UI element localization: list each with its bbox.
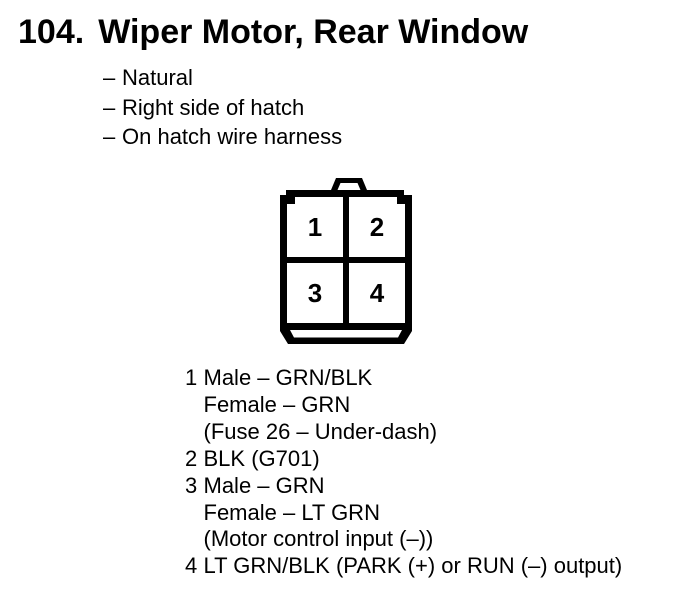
pin-number [185,526,204,553]
pin-number: 1 [185,365,198,390]
note-dash: – [103,94,116,120]
pin-cavity-2 [349,197,405,257]
pin-description: Male – GRN [203,472,325,498]
pin-legend-row: 4 LT GRN/BLK (PARK (+) or RUN (–) output… [185,553,622,580]
pin-legend-row: 2 BLK (G701) [185,446,622,473]
pin-number [185,500,204,527]
pin-cavity-4 [349,263,405,323]
pin-description: LT GRN/BLK (PARK (+) or RUN (–) output) [203,553,623,579]
note-dash: – [103,124,116,149]
page-title: 104. Wiper Motor, Rear Window [18,12,528,52]
connector-diagram: 1 2 3 4 [280,178,412,344]
corner-step-right [397,197,405,204]
note-item: – Natural [103,63,342,93]
pin-number: 4 [185,553,198,579]
pin-legend: 1 Male – GRN/BLK Female – GRN (Fuse 26 –… [185,365,622,580]
note-text: On hatch wire harness [122,124,343,149]
pin-cavity-3 [287,263,343,323]
connector-tab-cutout [337,183,361,190]
pin-description: Female – GRN [203,391,351,417]
pin-legend-row: (Fuse 26 – Under-dash) [185,419,622,446]
pin-number [185,419,204,446]
corner-step-left [287,197,295,204]
item-number: 104. [18,13,85,51]
note-dash: – [103,65,116,90]
pin-legend-row: (Motor control input (–)) [185,526,622,553]
pin-cell-label: 3 [308,278,322,308]
pin-cell-label: 4 [370,278,385,308]
note-text: Right side of hatch [122,94,305,120]
pin-description: (Fuse 26 – Under-dash) [203,418,438,444]
connector-lip-slot [290,330,402,338]
pin-cell-label: 2 [370,212,384,242]
note-item: – Right side of hatch [103,93,342,123]
pin-number: 3 [185,472,198,498]
pin-description: Female – LT GRN [203,499,380,525]
notes-list: – Natural – Right side of hatch – On hat… [103,63,342,152]
item-title: Wiper Motor, Rear Window [98,13,529,51]
pin-cavity-1 [287,197,343,257]
note-text: Natural [122,65,193,90]
pin-number: 2 [185,445,198,471]
pin-description: BLK (G701) [203,445,320,471]
pin-legend-row: Female – LT GRN [185,500,622,527]
pin-legend-row: 3 Male – GRN [185,473,622,500]
pin-cell-label: 1 [308,212,322,242]
pin-description: Male – GRN/BLK [203,365,373,390]
pin-description: (Motor control input (–)) [203,526,434,552]
pin-legend-row: Female – GRN [185,392,622,419]
note-item: – On hatch wire harness [103,122,342,152]
pin-legend-row: 1 Male – GRN/BLK [185,365,622,392]
pin-number [185,392,204,419]
